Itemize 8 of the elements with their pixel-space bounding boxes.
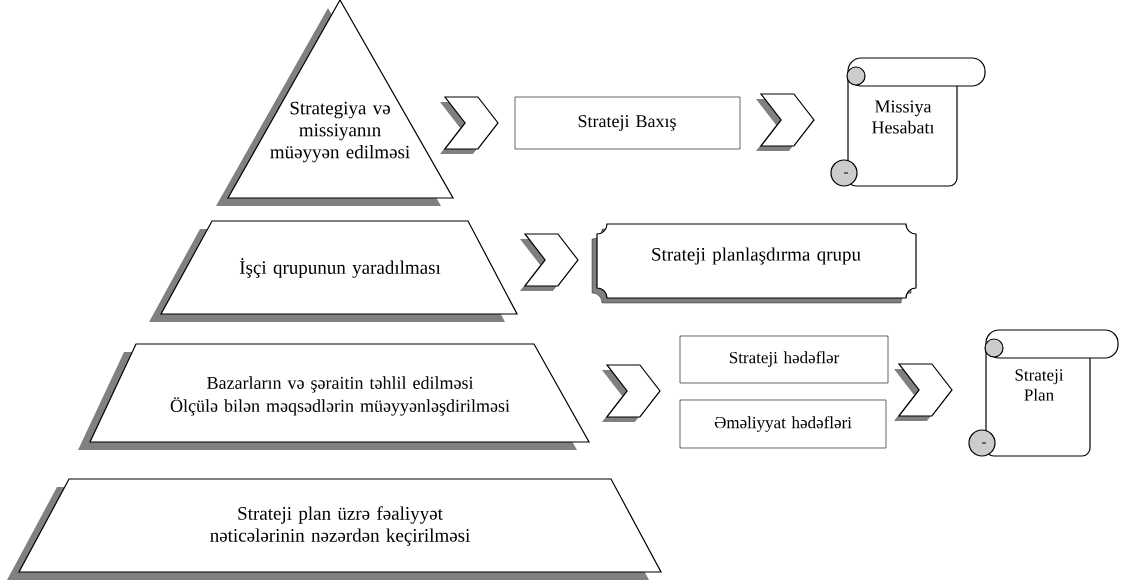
chevron-arrow bbox=[440, 96, 499, 154]
chevron-arrow bbox=[602, 364, 661, 422]
chevron-arrow bbox=[894, 363, 953, 421]
rectangle-box: Əməliyyat hədəfləri bbox=[679, 399, 887, 449]
chevron-arrow bbox=[756, 93, 815, 151]
chevron-arrow bbox=[520, 233, 579, 291]
rectangle-box: Strateji Baxış bbox=[514, 96, 741, 150]
rectangle-box: Strateji hədəflər bbox=[679, 335, 889, 384]
